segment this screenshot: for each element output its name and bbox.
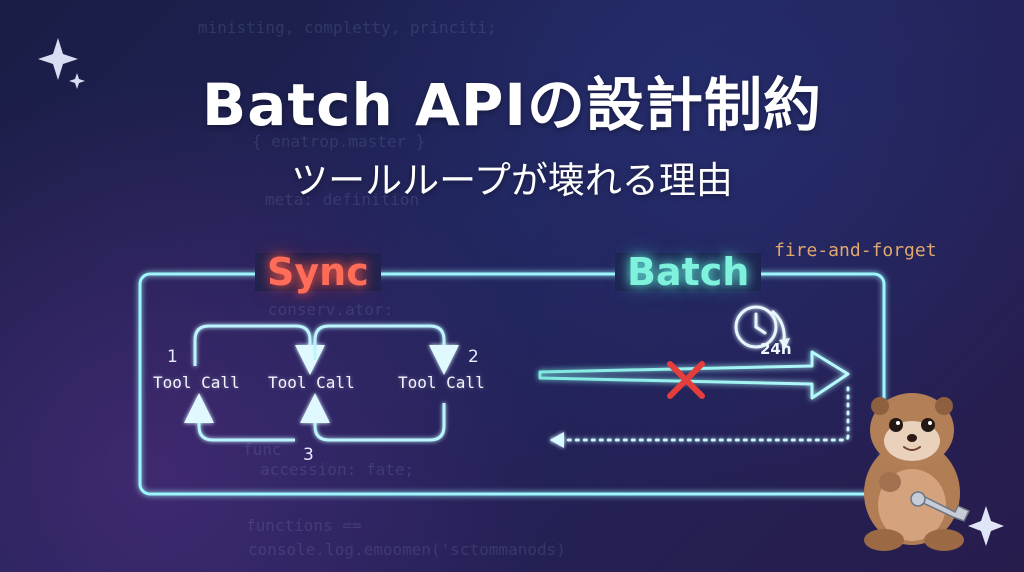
sync-label: Sync	[255, 253, 381, 291]
sparkle-icon-left	[38, 38, 85, 89]
batch-arrow	[538, 350, 850, 400]
main-frame	[138, 272, 886, 496]
clock-icon	[734, 305, 790, 349]
batch-label: Batch	[615, 253, 762, 291]
tool-call-2: Tool Call	[268, 373, 355, 392]
dotted-return-arrow	[550, 386, 850, 442]
tool-call-3: Tool Call	[398, 373, 485, 392]
return-arrow-head	[550, 432, 564, 448]
loop-arrow-top-1	[193, 324, 325, 375]
tool-call-1: Tool Call	[153, 373, 240, 392]
page-title: Batch APIの設計制約	[202, 71, 822, 139]
step-number-1: 1	[167, 347, 178, 367]
sparkle-icon-right	[968, 506, 1004, 546]
page-subtitle: ツールループが壊れる理由	[291, 159, 733, 202]
fire-and-forget-label: fire-and-forget	[774, 240, 937, 261]
loop-arrow-top-2	[313, 324, 459, 375]
step-number-3: 3	[303, 445, 314, 465]
step-number-2: 2	[468, 347, 479, 367]
loop-arrow-bottom-1	[184, 393, 295, 442]
loop-arrow-bottom-2	[300, 393, 446, 442]
sync-loop-arrows	[184, 324, 459, 442]
otter-mascot	[864, 393, 971, 551]
clock-label: 24h	[760, 340, 792, 358]
cross-mark-icon	[667, 361, 705, 399]
